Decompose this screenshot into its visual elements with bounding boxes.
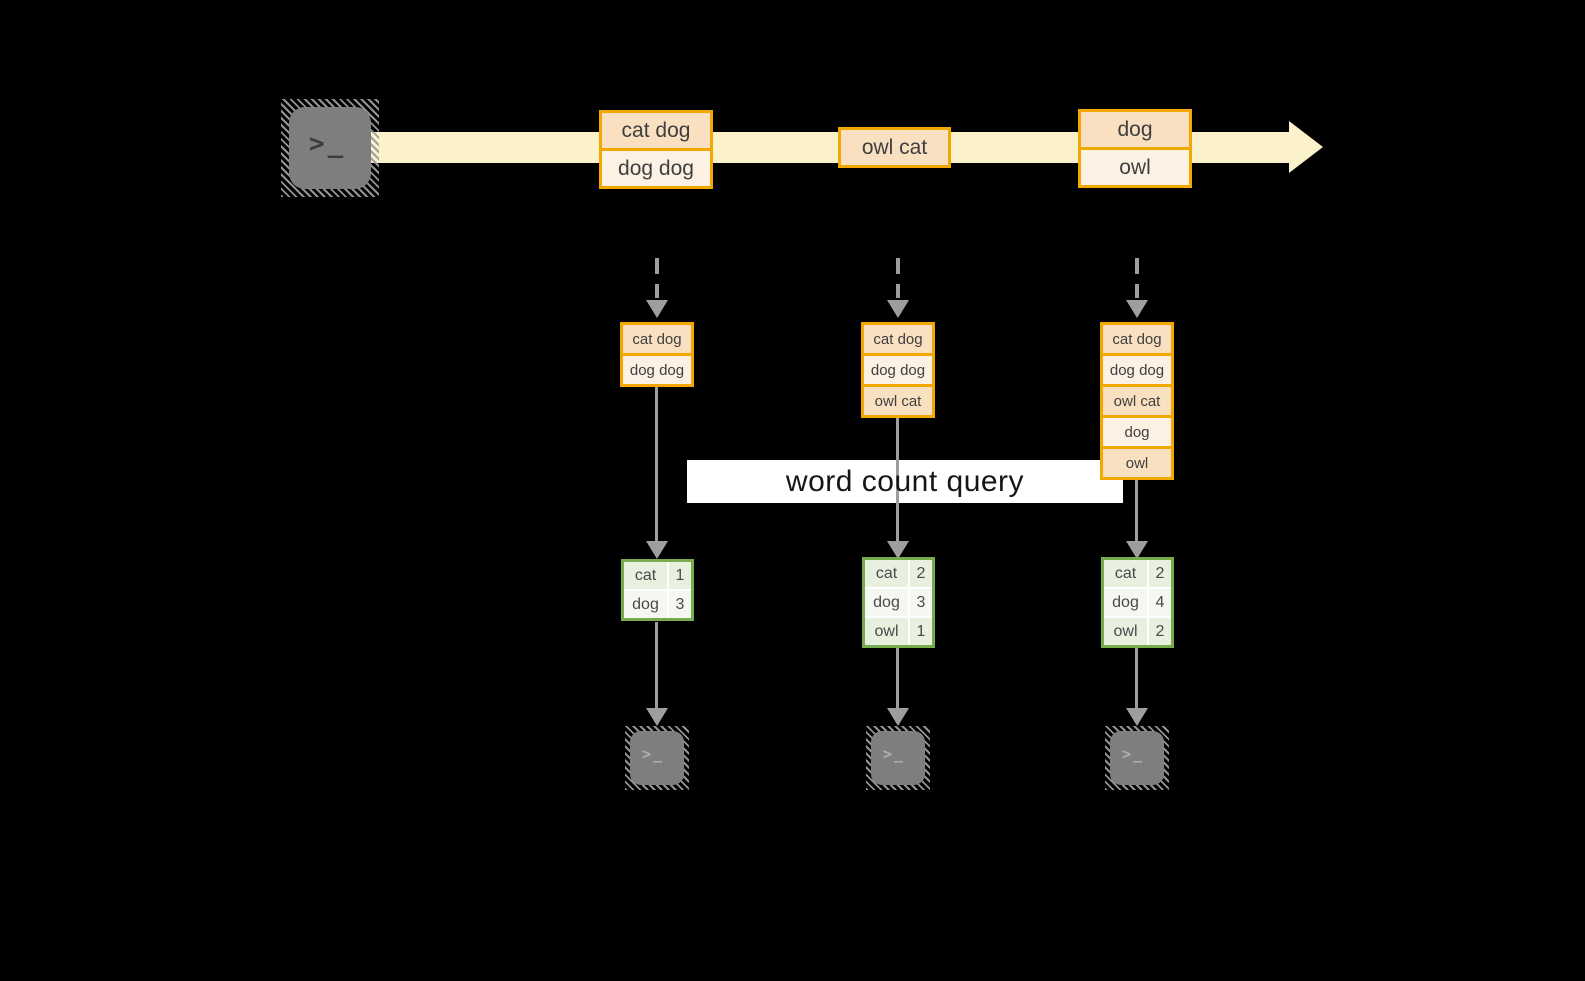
dashed-arrow-line-3	[1135, 258, 1139, 298]
state-row: dog dog	[623, 353, 691, 384]
count-word-cell: dog	[865, 589, 908, 616]
terminal-prompt-glyph: >_	[1122, 745, 1144, 763]
count-value-cell: 4	[1149, 589, 1171, 616]
state-row: owl	[1103, 446, 1171, 477]
terminal-body: >_	[871, 731, 925, 785]
stream-event-line: owl	[1081, 147, 1189, 185]
prompt-char: >	[1122, 745, 1134, 763]
prompt-char: >	[883, 745, 895, 763]
connector-line	[896, 417, 899, 541]
count-word-cell: dog	[1104, 589, 1147, 616]
dashed-arrowhead-icon-1	[646, 300, 668, 318]
count-table-2: cat 2 dog 3 owl 1	[862, 557, 935, 648]
connector-line	[1135, 648, 1138, 708]
state-row: owl cat	[864, 384, 932, 415]
terminal-source-icon: >_	[281, 99, 379, 197]
count-value-cell: 1	[669, 562, 691, 589]
connector-arrowhead-icon	[646, 708, 668, 726]
stream-event-line: dog	[1081, 112, 1189, 147]
terminal-body: >_	[630, 731, 684, 785]
count-word-cell: cat	[865, 560, 908, 587]
stream-arrowhead-icon	[1289, 121, 1323, 173]
connector-arrowhead-icon	[1126, 708, 1148, 726]
count-value-cell: 2	[910, 560, 932, 587]
state-row: dog dog	[864, 353, 932, 384]
connector-line	[896, 648, 899, 708]
stream-event-line: owl cat	[841, 130, 948, 165]
terminal-sink-icon-2: >_	[866, 726, 930, 790]
stream-event-box-1: cat dog dog dog	[599, 110, 713, 189]
count-word-cell: cat	[1104, 560, 1147, 587]
connector-line	[1135, 479, 1138, 541]
count-value-cell: 1	[910, 618, 932, 645]
count-table-1: cat 1 dog 3	[621, 559, 694, 621]
count-word-cell: owl	[865, 618, 908, 645]
state-box-3: cat dog dog dog owl cat dog owl	[1100, 322, 1174, 480]
terminal-body: >_	[1110, 731, 1164, 785]
prompt-char: >	[642, 745, 654, 763]
terminal-sink-icon-1: >_	[625, 726, 689, 790]
connector-arrowhead-icon	[646, 541, 668, 559]
count-value-cell: 2	[1149, 618, 1171, 645]
dashed-arrowhead-icon-2	[887, 300, 909, 318]
state-row: cat dog	[864, 325, 932, 353]
count-value-cell: 3	[669, 591, 691, 618]
cursor-char: _	[894, 745, 906, 763]
dashed-arrow-line-1	[655, 258, 659, 298]
state-row: dog	[1103, 415, 1171, 446]
dashed-arrowhead-icon-3	[1126, 300, 1148, 318]
state-row: cat dog	[623, 325, 691, 353]
count-word-cell: dog	[624, 591, 667, 618]
query-label-box	[687, 460, 1123, 503]
count-word-cell: owl	[1104, 618, 1147, 645]
stream-event-box-2: owl cat	[838, 127, 951, 168]
state-row: cat dog	[1103, 325, 1171, 353]
connector-arrowhead-icon	[887, 708, 909, 726]
terminal-prompt-glyph: >_	[883, 745, 905, 763]
dashed-arrow-line-2	[896, 258, 900, 298]
connector-arrowhead-icon	[887, 541, 909, 559]
cursor-char: _	[327, 129, 347, 159]
state-box-1: cat dog dog dog	[620, 322, 694, 387]
terminal-sink-icon-3: >_	[1105, 726, 1169, 790]
stream-event-line: cat dog	[602, 113, 710, 148]
state-box-2: cat dog dog dog owl cat	[861, 322, 935, 418]
terminal-prompt-glyph: >_	[642, 745, 664, 763]
connector-line	[655, 386, 658, 541]
state-row: dog dog	[1103, 353, 1171, 384]
connector-arrowhead-icon	[1126, 541, 1148, 559]
count-word-cell: cat	[624, 562, 667, 589]
query-label: word count query	[785, 464, 1025, 498]
connector-line	[655, 622, 658, 708]
count-table-3: cat 2 dog 4 owl 2	[1101, 557, 1174, 648]
cursor-char: _	[653, 745, 665, 763]
prompt-char: >	[309, 129, 328, 159]
stream-event-line: dog dog	[602, 148, 710, 186]
stream-event-box-3: dog owl	[1078, 109, 1192, 188]
count-value-cell: 2	[1149, 560, 1171, 587]
cursor-char: _	[1133, 745, 1145, 763]
terminal-prompt-glyph: >_	[309, 129, 346, 159]
count-value-cell: 3	[910, 589, 932, 616]
terminal-body: >_	[289, 107, 371, 189]
state-row: owl cat	[1103, 384, 1171, 415]
